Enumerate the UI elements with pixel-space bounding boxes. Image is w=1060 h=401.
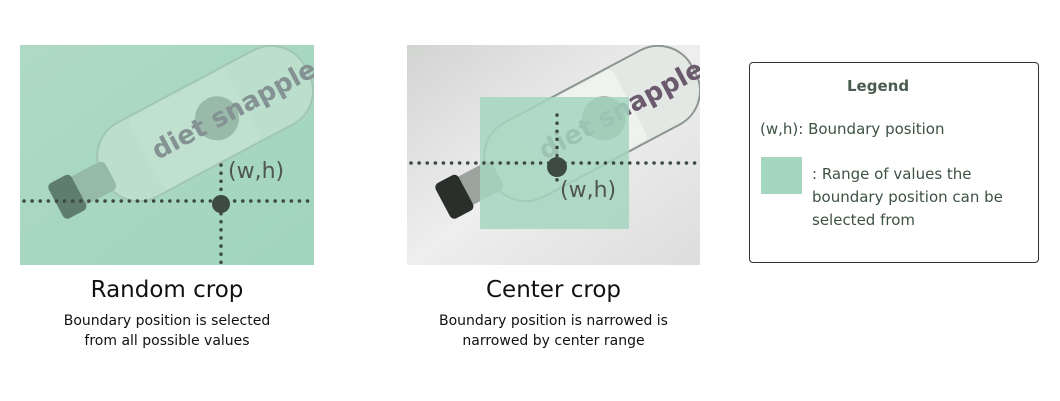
random-crop-title: Random crop <box>90 277 244 303</box>
point-label: (w,h) <box>560 178 616 203</box>
center-crop-subtitle-line1: Boundary position is narrowed is <box>439 313 668 329</box>
legend-range-swatch <box>761 157 802 194</box>
boundary-point <box>547 157 567 177</box>
boundary-point <box>212 195 230 213</box>
center-crop-title: Center crop <box>486 277 621 303</box>
point-label: (w,h) <box>228 159 284 184</box>
legend-range-entry: : Range of values the boundary position … <box>812 165 1003 229</box>
center-crop-image: diet snapple (w,h) <box>407 45 700 265</box>
random-crop-subtitle-line1: Boundary position is selected <box>63 313 271 329</box>
center-crop-subtitle-line2: narrowed by center range <box>462 333 645 349</box>
legend-coord-entry: (w,h): Boundary position <box>760 120 945 138</box>
legend-box: Legend (w,h): Boundary position : Range … <box>749 62 1039 263</box>
legend-title: Legend <box>847 77 910 95</box>
random-crop-image: diet snapple (w,h) <box>20 45 314 265</box>
random-crop-subtitle-line2: from all possible values <box>84 333 250 349</box>
